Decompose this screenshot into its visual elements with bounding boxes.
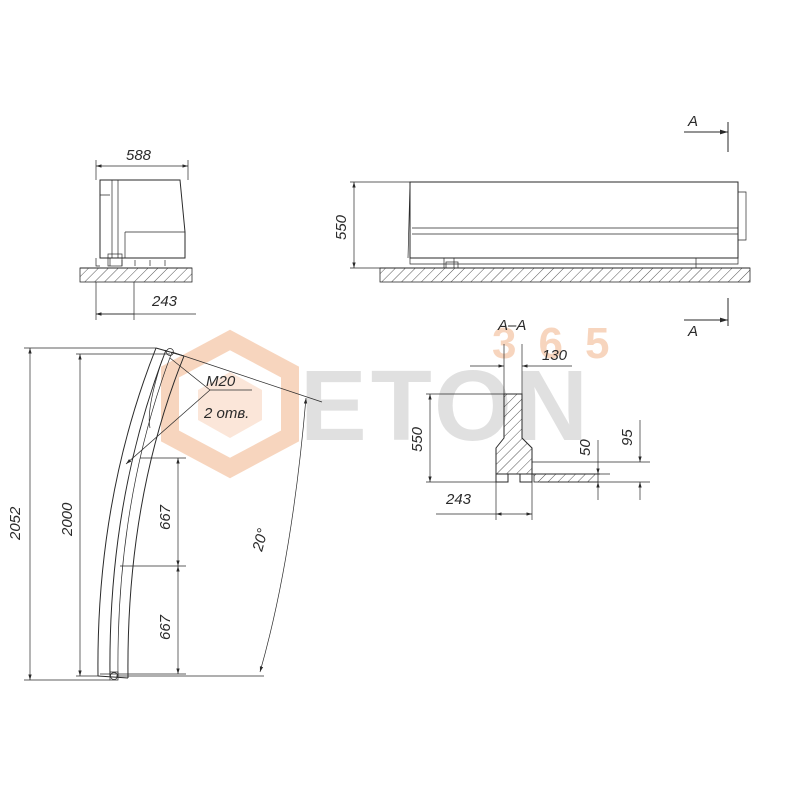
dim-plan-segment-1: 667: [157, 504, 174, 530]
section-title: A–A: [497, 317, 526, 334]
end-view-foundation: [79, 267, 193, 283]
bolt-hole-top-icon: [166, 348, 174, 356]
label-hole-thread: M20: [206, 373, 236, 390]
watermark: ETON 365: [161, 319, 631, 479]
dim-side-view-height: 550: [333, 214, 350, 240]
section-arrow-label-bottom: A: [687, 323, 698, 340]
dim-section-base-width: 243: [445, 491, 472, 508]
dim-plan-segment-2: 667: [157, 614, 174, 640]
dim-section-height: 550: [409, 426, 426, 452]
plan-view: M20 2 отв. 2052 2000 667 667 20°: [7, 347, 323, 681]
dim-plan-angle: 20°: [249, 527, 272, 554]
watermark-brand: ETON: [300, 350, 592, 462]
dim-end-view-base: 243: [151, 293, 178, 310]
watermark-number: 365: [492, 319, 631, 368]
end-view: 588 243: [79, 147, 196, 320]
dim-end-view-width: 588: [126, 147, 152, 164]
dim-section-step-95: 95: [619, 429, 636, 446]
section-arrow-label-top: A: [687, 113, 698, 130]
side-view-foundation: [379, 267, 751, 283]
watermark-logo-icon: [161, 329, 299, 479]
section-a-a: A–A 130 550 243 50 95: [409, 317, 650, 520]
dim-plan-total: 2052: [7, 506, 24, 541]
dim-section-top-width: 130: [542, 347, 568, 364]
label-hole-count: 2 отв.: [203, 405, 249, 422]
dim-section-step-50: 50: [577, 439, 594, 456]
side-view: 550 A A: [333, 113, 751, 340]
dim-plan-chord: 2000: [59, 502, 76, 537]
